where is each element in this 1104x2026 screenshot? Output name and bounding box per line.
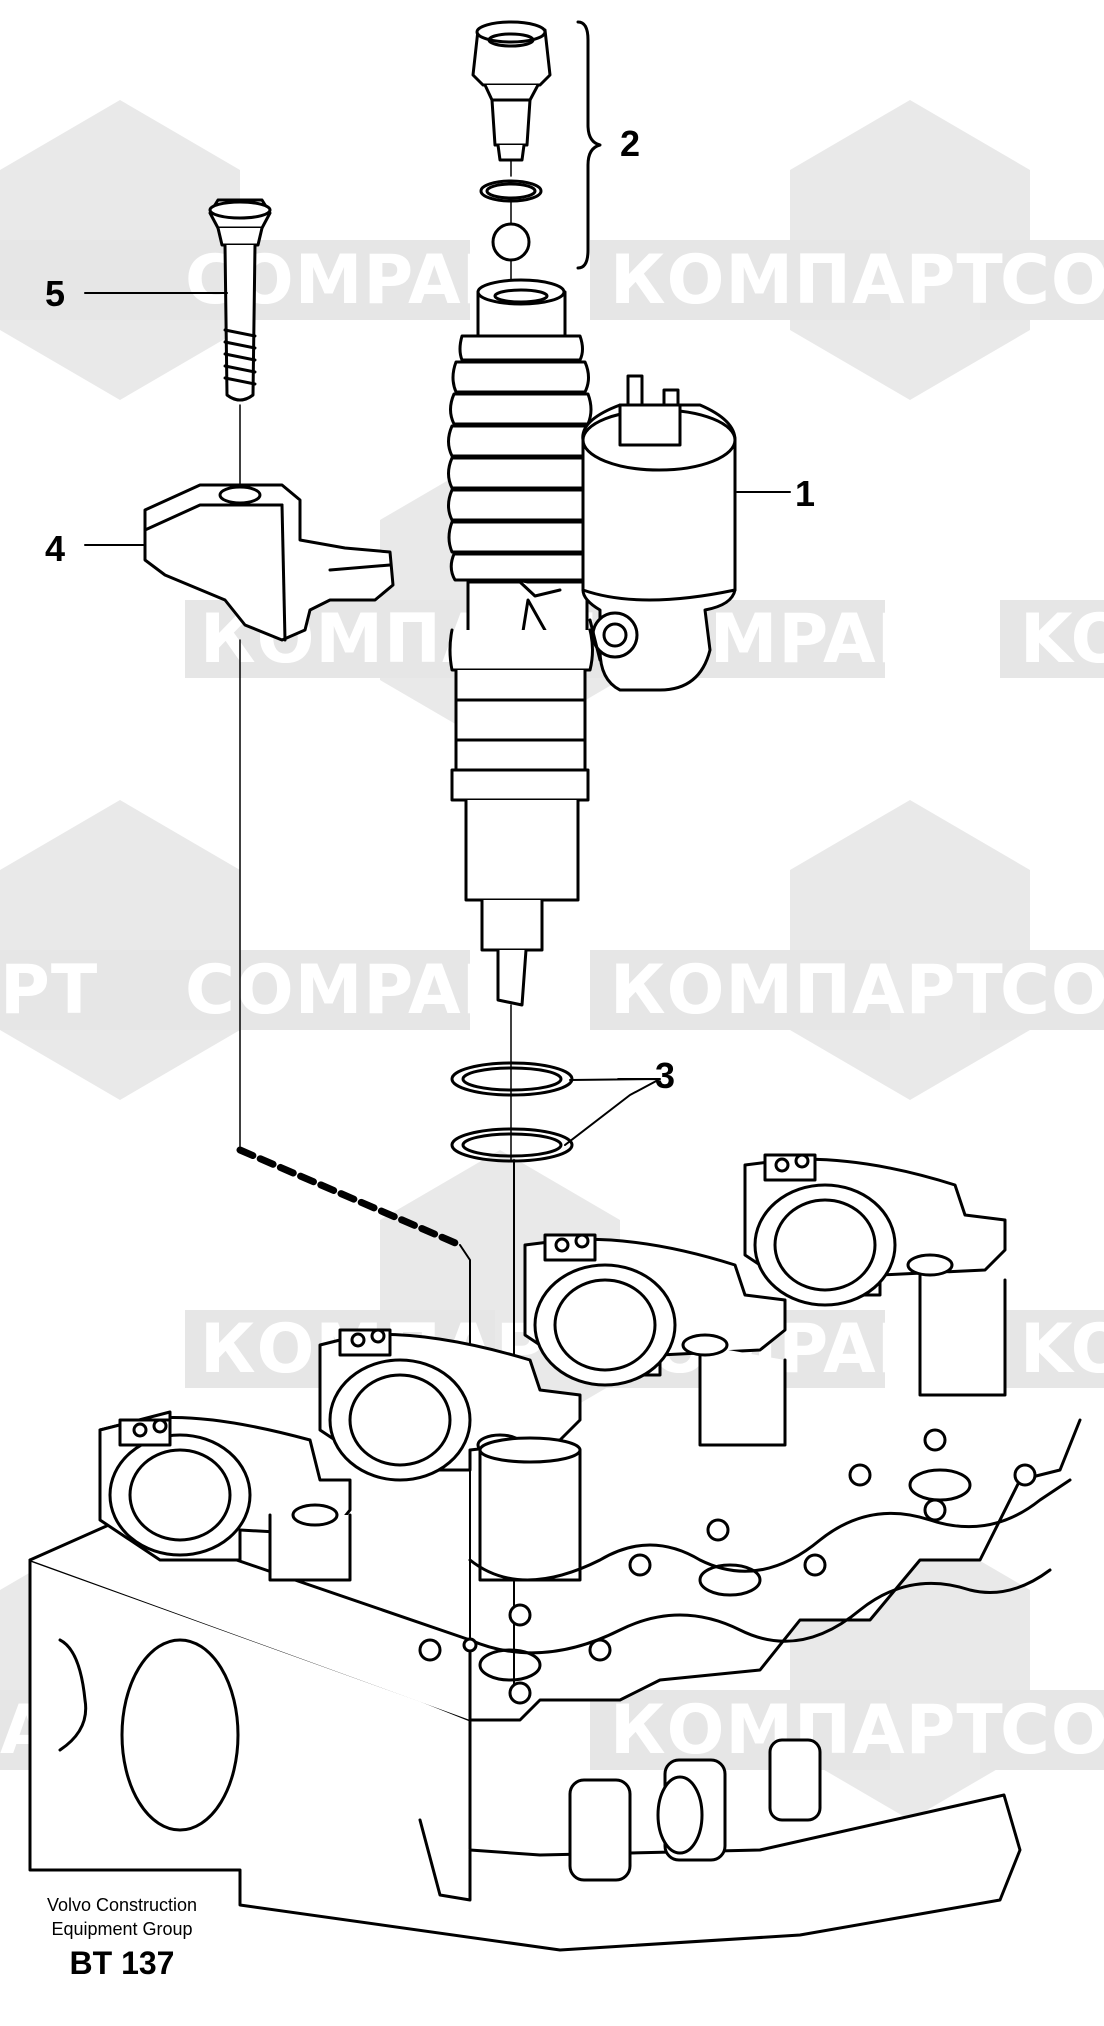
caption-line-2: Equipment Group [51,1919,193,1939]
o-rings [450,1061,574,1163]
cylinder-head-deck [468,1468,1072,1682]
watermark-text: KON [1020,1310,1104,1389]
watermark-banner [590,240,890,320]
figure-code: BT 137 [69,1945,175,1981]
callout-1: 1 [795,473,815,514]
callout-5: 5 [45,273,65,314]
callout-2: 2 [620,123,640,164]
cylinder-head-bolts [418,1428,1037,1705]
watermark-banner [1000,1310,1104,1388]
watermark-text: COMPART [185,951,559,1030]
unit-injector [447,278,737,1007]
callout-labels: 1 2 3 4 5 [45,123,815,1096]
watermark-text: КОМПАРТ [610,951,1004,1030]
callout-4: 4 [45,528,65,569]
watermark-banner [980,240,1104,320]
connector-kit [471,20,552,283]
watermark-banner [980,950,1104,1030]
clamp-yoke [143,483,395,642]
watermark-text: KON [1020,600,1104,679]
leader-line-3 [564,1078,661,1146]
watermark-text: КОМПАРТ [610,241,1004,320]
watermark-text: PT [0,951,98,1030]
callout-3: 3 [655,1055,675,1096]
watermark-banner [590,1690,890,1770]
watermark-banner [1000,600,1104,678]
figure-caption: Volvo Construction Equipment Group BT 13… [22,1893,222,1982]
watermark-text: CON [1000,1691,1104,1770]
watermark-banner [590,950,890,1030]
callout-bracket-2 [576,20,602,270]
cylinder-head [28,1153,1082,1952]
caption-line-1: Volvo Construction [46,1895,198,1915]
watermark-text: CON [1000,241,1104,320]
bolt [208,198,272,402]
watermark-text: CON [1000,951,1104,1030]
watermark-hexagon [790,100,1030,400]
watermark-banner [0,950,470,1030]
watermark-banner [980,1690,1104,1770]
